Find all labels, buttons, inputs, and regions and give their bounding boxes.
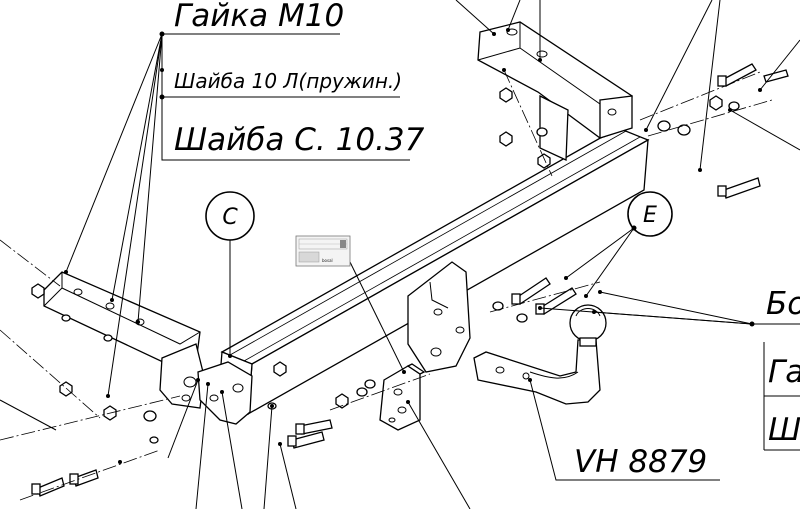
bolt bbox=[295, 419, 333, 435]
washer bbox=[364, 379, 376, 389]
bolt bbox=[69, 469, 99, 487]
parts-label-block: Гайка М10 Шайба 10 Л(пружин.) Шайба С. 1… bbox=[174, 0, 425, 158]
bolt bbox=[763, 69, 789, 83]
nut bbox=[499, 87, 513, 103]
washer bbox=[536, 127, 548, 137]
nut bbox=[273, 361, 287, 377]
nut bbox=[59, 381, 73, 397]
right-mounting-bracket bbox=[477, 21, 633, 161]
washer bbox=[677, 124, 691, 136]
assembly-axes bbox=[0, 69, 773, 501]
washer bbox=[149, 436, 159, 444]
nut bbox=[335, 393, 349, 409]
detail-label-e: E bbox=[643, 203, 657, 228]
washer bbox=[103, 334, 113, 342]
label-spring-washer: Шайба 10 Л(пружин.) bbox=[174, 69, 402, 93]
model-number-label: VH 8879 bbox=[574, 444, 707, 480]
bolt bbox=[31, 477, 65, 497]
tag-brand-text: bosal bbox=[322, 258, 333, 263]
washer bbox=[356, 387, 368, 397]
label-washer: Шайба С. 10.37 bbox=[174, 122, 425, 158]
nut bbox=[499, 131, 513, 147]
washer bbox=[657, 120, 671, 132]
socket-plate bbox=[379, 363, 426, 431]
right-label-block: Бо Га Ша bbox=[763, 286, 800, 451]
nut bbox=[31, 283, 45, 299]
detail-callout-c: C bbox=[205, 191, 255, 241]
leader-dots bbox=[64, 28, 762, 464]
ball-mount-plate bbox=[407, 261, 471, 373]
bolt bbox=[717, 177, 761, 199]
label-partial-sh: Ша bbox=[768, 412, 800, 448]
label-nut-m10: Гайка М10 bbox=[174, 0, 344, 34]
washer bbox=[516, 313, 528, 323]
washer bbox=[61, 314, 71, 322]
towing-ball-arm bbox=[473, 304, 607, 405]
bolt bbox=[287, 431, 325, 449]
nut bbox=[709, 95, 723, 111]
bolt bbox=[717, 63, 757, 87]
washer bbox=[143, 410, 157, 422]
bolt bbox=[511, 277, 551, 305]
left-clamp-plate bbox=[197, 361, 253, 425]
nut bbox=[537, 153, 551, 169]
detail-callout-e: E bbox=[627, 191, 673, 237]
label-partial-ga: Га bbox=[768, 354, 800, 390]
label-partial-bo: Бо bbox=[766, 286, 800, 322]
detail-label-c: C bbox=[222, 205, 238, 230]
washer bbox=[728, 101, 740, 111]
product-tag: bosal bbox=[295, 235, 351, 267]
